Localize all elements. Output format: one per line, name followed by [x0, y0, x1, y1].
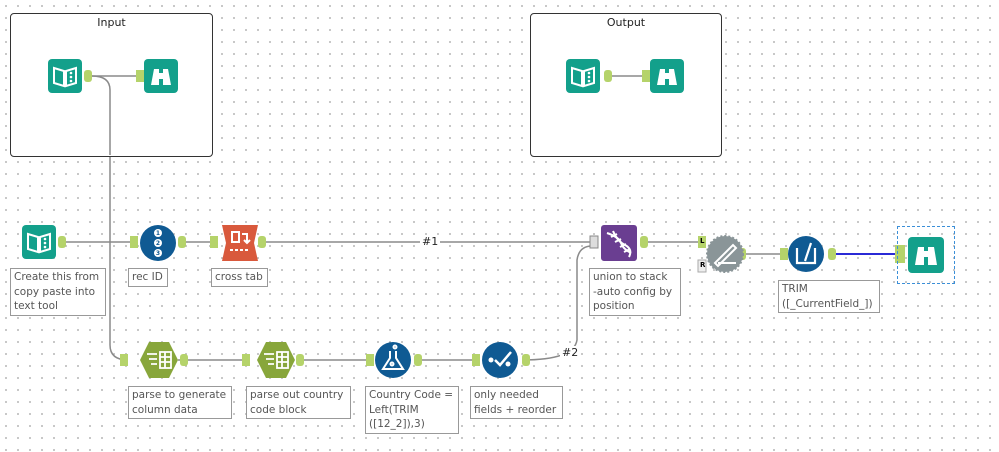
book-icon: [22, 225, 56, 259]
select-tool[interactable]: [482, 342, 518, 378]
annotation-formula: Country Code = Left(TRIM ([12_2]),3): [365, 386, 459, 434]
binoculars-icon: [144, 59, 178, 93]
container-title: Output: [606, 16, 646, 29]
browse-tool-input[interactable]: [144, 59, 178, 93]
container-title: Input: [97, 16, 126, 29]
beaker-icon: [788, 236, 824, 272]
annotation-multi-field: TRIM ([_CurrentField_]): [778, 280, 880, 313]
dynamic-rename-tool[interactable]: [706, 235, 744, 273]
text-to-columns-tool-2[interactable]: [257, 342, 295, 378]
svg-text:1: 1: [156, 230, 160, 237]
browse-tool-output[interactable]: [650, 59, 684, 93]
numbered-list-icon: 1 2 3: [140, 225, 176, 261]
record-id-tool[interactable]: 1 2 3: [140, 225, 176, 261]
left-input-anchor[interactable]: L: [700, 237, 705, 245]
book-icon: [566, 59, 600, 93]
annotation-parse-1: parse to generate column data: [128, 386, 232, 419]
dna-icon: [601, 225, 637, 261]
connection-label-1: #1: [420, 235, 441, 248]
svg-text:3: 3: [156, 250, 160, 257]
right-input-anchor[interactable]: R: [700, 261, 706, 269]
input-data-tool-output[interactable]: [566, 59, 600, 93]
annotation-text-input: Create this from copy paste into text to…: [10, 268, 106, 316]
annotation-select: only needed fields + reorder: [470, 386, 563, 419]
svg-text:2: 2: [156, 240, 160, 247]
annotation-record-id: rec ID: [128, 268, 168, 287]
pencil-gear-icon: [706, 235, 744, 273]
input-container[interactable]: Input: [10, 13, 213, 157]
annotation-union: union to stack -auto config by position: [589, 268, 681, 316]
selection-box: [897, 226, 955, 284]
union-tool[interactable]: [601, 225, 637, 261]
annotation-parse-2: parse out country code block: [246, 386, 351, 419]
formula-tool[interactable]: [375, 342, 411, 378]
annotation-cross-tab: cross tab: [211, 268, 268, 287]
book-icon: [48, 59, 82, 93]
text-to-columns-tool-1[interactable]: [140, 342, 178, 378]
cross-tab-tool[interactable]: [222, 225, 258, 261]
multi-field-formula-tool[interactable]: [788, 236, 824, 272]
cross-tab-icon: [222, 225, 258, 261]
binoculars-icon: [650, 59, 684, 93]
input-data-tool[interactable]: [48, 59, 82, 93]
checkmark-icon: [482, 342, 518, 378]
parse-columns-icon: [257, 342, 295, 378]
parse-columns-icon: [140, 342, 178, 378]
text-input-tool[interactable]: [22, 225, 56, 259]
binoculars-icon: [908, 237, 944, 273]
connection-label-2: #2: [560, 346, 581, 359]
browse-tool[interactable]: [908, 237, 944, 273]
flask-icon: [375, 342, 411, 378]
output-container[interactable]: Output: [530, 13, 722, 157]
